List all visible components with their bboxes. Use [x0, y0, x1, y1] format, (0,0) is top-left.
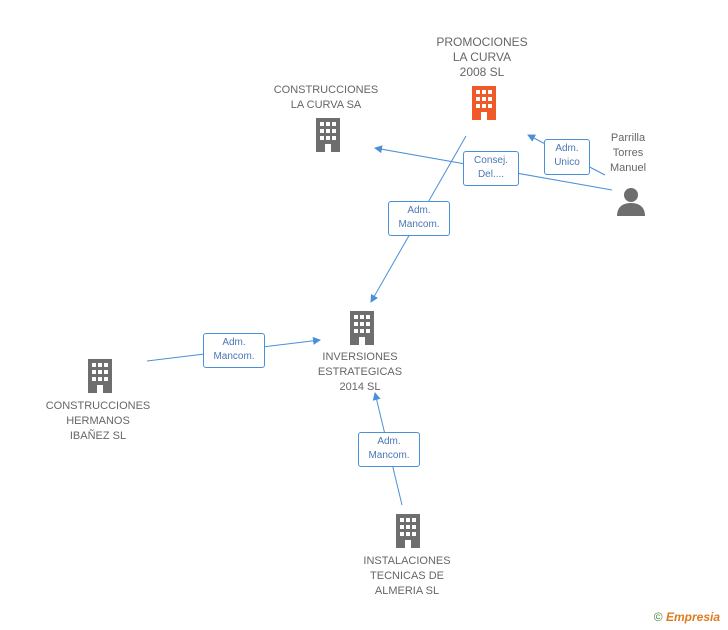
- edge-label-line: Adm.: [407, 205, 431, 216]
- label-line: CONSTRUCCIONES: [273, 84, 379, 96]
- copyright-symbol: ©: [653, 610, 663, 624]
- node-label-inversiones[interactable]: INVERSIONES ESTRATEGICAS 2014 SL: [300, 350, 420, 395]
- label-line: Torres: [612, 147, 644, 159]
- label-line: LA CURVA: [452, 50, 512, 64]
- label-line: HERMANOS: [66, 415, 130, 427]
- label-line: TECNICAS DE: [370, 570, 444, 582]
- edge-label-line: Adm.: [555, 143, 579, 154]
- label-line: CONSTRUCCIONES: [45, 400, 151, 412]
- label-line: IBAÑEZ SL: [69, 430, 127, 442]
- building-icon[interactable]: [394, 514, 422, 548]
- edge-label-line: Unico: [554, 157, 580, 168]
- label-line: ESTRATEGICAS: [317, 366, 403, 378]
- label-line: PROMOCIONES: [436, 35, 528, 49]
- edge-label-consej-del[interactable]: Consej. Del....: [463, 151, 519, 186]
- edge-label-line: Adm.: [222, 337, 246, 348]
- edge-label-line: Adm.: [377, 436, 401, 447]
- node-label-instalaciones[interactable]: INSTALACIONES TECNICAS DE ALMERIA SL: [347, 554, 467, 599]
- label-line: INSTALACIONES: [363, 555, 451, 567]
- label-line: Manuel: [609, 162, 647, 174]
- edge-label-adm-mancom[interactable]: Adm. Mancom.: [358, 432, 420, 467]
- node-label-hermanos[interactable]: CONSTRUCCIONES HERMANOS IBAÑEZ SL: [38, 399, 158, 444]
- label-line: 2014 SL: [339, 381, 381, 393]
- edge-label-adm-mancom[interactable]: Adm. Mancom.: [388, 201, 450, 236]
- label-line: INVERSIONES: [322, 351, 398, 363]
- node-label-parrilla[interactable]: Parrilla Torres Manuel: [596, 131, 660, 176]
- edge-label-line: Consej.: [474, 155, 508, 166]
- label-line: Parrilla: [610, 132, 646, 144]
- edge-label-line: Mancom.: [368, 450, 410, 461]
- edge-label-line: Mancom.: [398, 219, 440, 230]
- edge-label-adm-unico[interactable]: Adm. Unico: [544, 139, 590, 175]
- building-icon[interactable]: [314, 118, 342, 152]
- building-icon[interactable]: [348, 311, 376, 345]
- label-line: LA CURVA SA: [290, 99, 362, 111]
- edge-label-line: Del....: [477, 169, 505, 180]
- building-icon[interactable]: [86, 359, 114, 393]
- footer-credit[interactable]: © Empresia: [654, 610, 720, 624]
- edge-label-adm-mancom[interactable]: Adm. Mancom.: [203, 333, 265, 368]
- label-line: ALMERIA SL: [374, 585, 440, 597]
- building-icon[interactable]: [470, 86, 498, 120]
- person-icon[interactable]: [616, 186, 646, 216]
- brand-logo: Empresia: [665, 610, 720, 624]
- node-label-promociones[interactable]: PROMOCIONES LA CURVA 2008 SL: [420, 35, 544, 80]
- label-line: 2008 SL: [459, 65, 505, 79]
- node-label-construcciones-curva[interactable]: CONSTRUCCIONES LA CURVA SA: [266, 83, 386, 113]
- edge-label-line: Mancom.: [213, 351, 255, 362]
